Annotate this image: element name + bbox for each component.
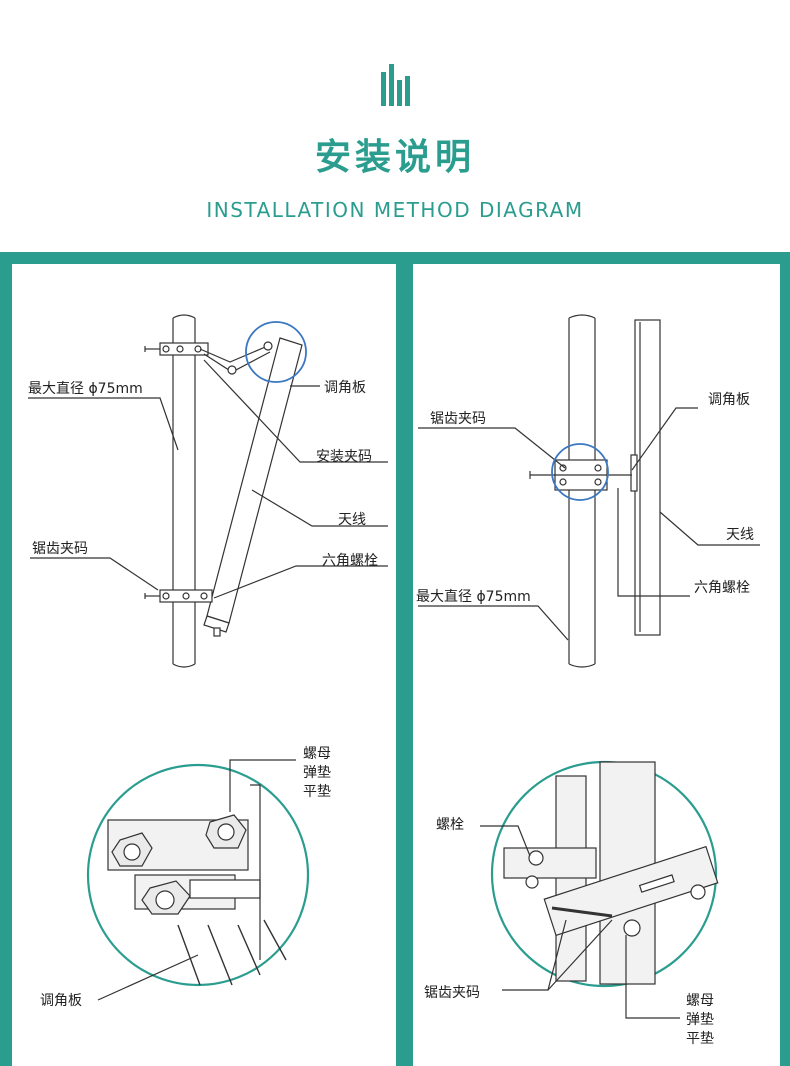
right-antenna (630, 319, 661, 636)
right-highlight-circle (551, 443, 609, 501)
left-label-serrated-clamp: 锯齿夹码 (32, 541, 88, 557)
right-label-angle-plate: 调角板 (708, 392, 750, 408)
left-detail-label-nut-group: 螺母 弹垫 平垫 (303, 746, 331, 800)
left-label-mount-clamp: 安装夹码 (316, 449, 372, 465)
left-pole (172, 314, 196, 668)
right-clamp (529, 459, 632, 491)
left-detail-label-angle-plate: 调角板 (40, 993, 82, 1009)
header: 安装说明 INSTALLATION METHOD DIAGRAM (0, 0, 790, 252)
right-detail-label-bolt: 螺栓 (436, 817, 464, 833)
left-label-max-diameter: 最大直径 ϕ75mm (28, 381, 143, 397)
page-title: 安装说明 (314, 137, 475, 178)
left-detail (86, 759, 310, 1001)
right-label-serrated-clamp: 锯齿夹码 (430, 411, 486, 427)
left-highlight-circle (245, 321, 307, 383)
left-lower-clamp (144, 589, 213, 603)
left-antenna (203, 337, 303, 637)
left-leader-lines (28, 359, 388, 599)
right-label-max-diameter: 最大直径 ϕ75mm (416, 589, 531, 605)
left-label-antenna: 天线 (338, 512, 366, 528)
left-label-angle-plate: 调角板 (324, 380, 366, 396)
right-pole (568, 314, 596, 668)
right-label-hex-bolt: 六角螺栓 (694, 580, 750, 596)
right-leader-lines (418, 407, 760, 641)
left-upper-clamp (144, 341, 273, 375)
left-label-hex-bolt: 六角螺栓 (322, 553, 378, 569)
right-detail (480, 760, 719, 1019)
right-label-antenna: 天线 (726, 527, 754, 543)
right-detail-label-serrated-clamp: 锯齿夹码 (424, 985, 480, 1001)
right-detail-label-nut-group: 螺母 弹垫 平垫 (686, 993, 714, 1047)
bar-chart-logo-icon (381, 64, 410, 106)
page-subtitle: INSTALLATION METHOD DIAGRAM (206, 198, 584, 222)
